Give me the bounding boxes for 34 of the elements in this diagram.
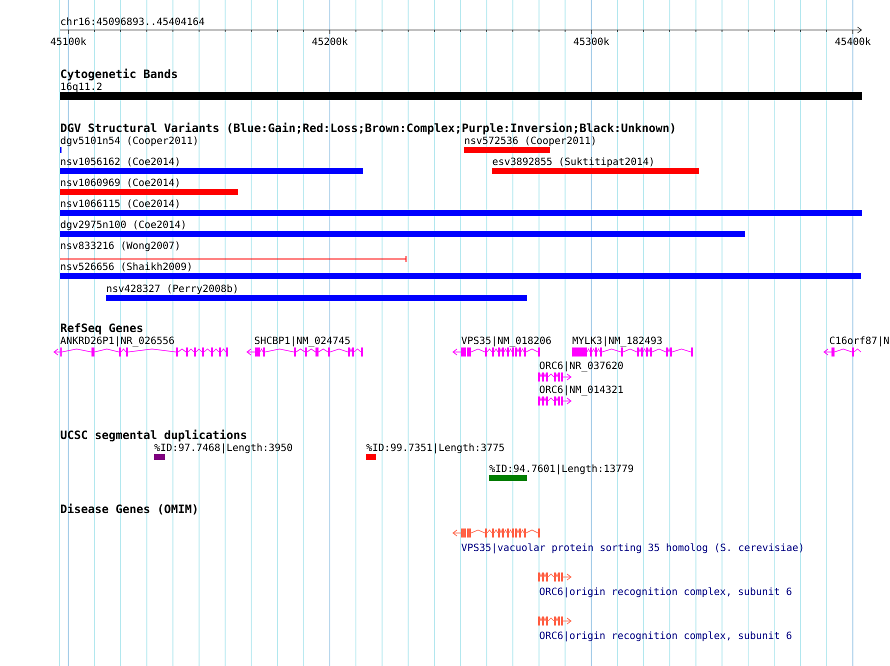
variant-label: nsv1056162 (Coe2014) [61, 157, 179, 166]
band-label: 16q11.2 [61, 82, 102, 92]
gene-label: MYLK3|NM_182493 [572, 336, 662, 346]
tick-label: 45200k [312, 37, 348, 46]
variant-label: nsv1066115 (Coe2014) [61, 199, 179, 208]
variant-label: dgv5101n54 (Cooper2011) [60, 136, 197, 146]
gene-label: ORC6|NR_037620 [540, 361, 623, 372]
gene-label: C16orf87|N [830, 336, 889, 346]
disease-gene-label: VPS35|vacuolar protein sorting 35 homolog (S. cerevisiae) [462, 543, 802, 554]
gene-label: ORC6|NM_014321 [540, 385, 623, 396]
variant-label: nsv572536 (Cooper2011) [465, 136, 595, 146]
track-title: UCSC segmental duplications [60, 430, 246, 442]
variant-label: nsv526656 (Shaikh2009) [61, 262, 191, 272]
variant-label: nsv428327 (Perry2008b) [107, 284, 237, 294]
tick-label: 45100k [50, 37, 86, 46]
disease-gene-label: ORC6|origin recognition complex, subunit 6 [540, 631, 792, 642]
track-title: Cytogenetic Bands [61, 68, 177, 80]
variant-label: esv3892855 (Suktitipat2014) [492, 157, 653, 168]
variant-label: dgv2975n100 (Coe2014) [60, 220, 185, 230]
tick-label: 45400k [835, 37, 871, 46]
track-title: DGV Structural Variants (Blue:Gain;Red:Loss;Brown:Complex;Purple:Inversion;Black:Unknown) [60, 122, 674, 134]
variant-label: nsv833216 (Wong2007) [61, 241, 179, 252]
track-title: RefSeq Genes [60, 323, 142, 334]
disease-gene-label: ORC6|origin recognition complex, subunit 6 [540, 587, 792, 598]
track-title: Disease Genes (OMIM) [60, 504, 196, 515]
coordinate-label: chr16:45096893..45404164 [61, 17, 204, 26]
duplication-label: %ID:97.7468|Length:3950 [154, 443, 292, 454]
variant-label: nsv1060969 (Coe2014) [61, 178, 179, 188]
gene-label: VPS35|NM_018206 [462, 336, 551, 346]
gene-label: ANKRD26P1|NR_026556 [60, 336, 174, 346]
gene-label: SHCBP1|NM_024745 [254, 336, 350, 346]
duplication-label: %ID:94.7601|Length:13779 [489, 464, 634, 474]
tick-label: 45300k [574, 37, 610, 46]
duplication-label: %ID:99.7351|Length:3775 [366, 443, 504, 454]
